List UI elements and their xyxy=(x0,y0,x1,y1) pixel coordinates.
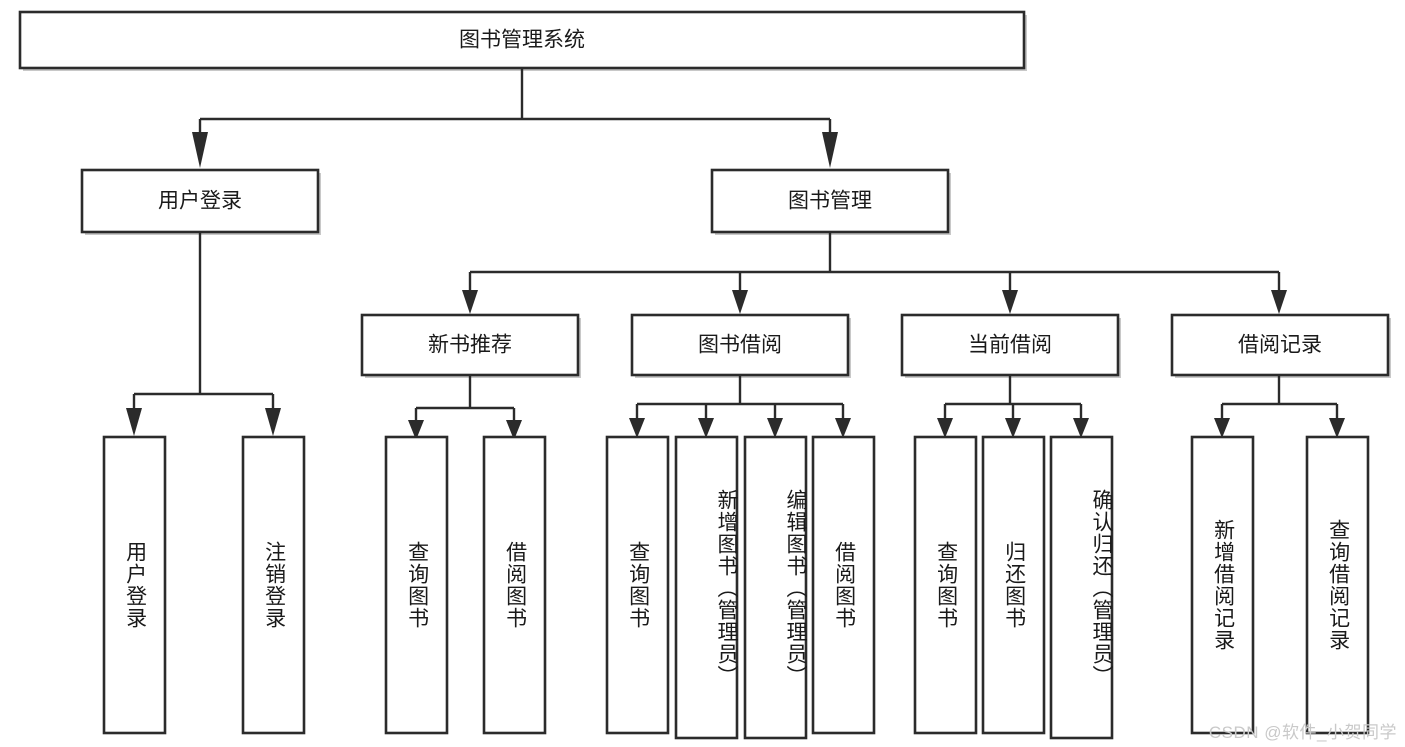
csdn-watermark: CSDN @软件_小贺同学 xyxy=(1208,723,1397,742)
leaf-user-login-2[interactable] xyxy=(241,435,306,735)
node-root-label: 图书管理系统 xyxy=(459,29,585,52)
arrow-heads xyxy=(126,132,1345,440)
arrowhead-user-login-leaf-2 xyxy=(265,408,281,436)
leaf-new-book-1[interactable] xyxy=(384,435,449,735)
leaf-user-login-1[interactable] xyxy=(102,435,167,735)
node-user-login-label: 用户登录 xyxy=(158,190,242,213)
leaf-borrow-record-1[interactable] xyxy=(1190,435,1255,735)
leaf-current-borrow-2[interactable] xyxy=(981,435,1046,735)
arrowhead-borrow-record-leaf-1 xyxy=(1214,418,1230,438)
node-new-book-recommend-label: 新书推荐 xyxy=(428,334,512,357)
arrowhead-book-borrow-leaf-3 xyxy=(767,418,783,438)
leaf-borrow-record-2[interactable] xyxy=(1305,435,1370,735)
arrowhead-user-login xyxy=(192,132,208,168)
node-root-book-management-system[interactable] xyxy=(18,10,1026,70)
node-new-book-recommend[interactable] xyxy=(360,313,580,377)
arrowhead-current-borrow xyxy=(1002,290,1018,314)
arrowhead-book-borrow-leaf-4 xyxy=(835,418,851,438)
leaf-current-borrow-1[interactable] xyxy=(913,435,978,735)
node-borrow-record[interactable] xyxy=(1170,313,1390,377)
node-book-borrow[interactable] xyxy=(630,313,850,377)
arrowhead-current-borrow-leaf-1 xyxy=(937,418,953,438)
arrowhead-book-mgmt xyxy=(822,132,838,168)
arrowhead-current-borrow-leaf-3 xyxy=(1073,418,1089,438)
node-book-management-label: 图书管理 xyxy=(788,190,872,213)
leaf-new-book-2[interactable] xyxy=(482,435,547,735)
arrowhead-new-book-leaf-2 xyxy=(506,420,522,440)
arrowhead-new-book xyxy=(462,290,478,314)
arrowhead-book-borrow xyxy=(732,290,748,314)
node-book-management[interactable] xyxy=(710,168,950,234)
arrowhead-new-book-leaf-1 xyxy=(408,420,424,440)
arrowhead-current-borrow-leaf-2 xyxy=(1005,418,1021,438)
leaf-book-borrow-1[interactable] xyxy=(605,435,670,735)
leaf-book-borrow-3[interactable] xyxy=(743,435,808,740)
node-borrow-record-label: 借阅记录 xyxy=(1238,334,1322,357)
node-current-borrow[interactable] xyxy=(900,313,1120,377)
connector-lines xyxy=(132,68,1339,420)
arrowhead-borrow-record-leaf-2 xyxy=(1329,418,1345,438)
node-current-borrow-label: 当前借阅 xyxy=(968,334,1052,357)
arrowhead-book-borrow-leaf-2 xyxy=(698,418,714,438)
arrowhead-borrow-record xyxy=(1271,290,1287,314)
arrowhead-book-borrow-leaf-1 xyxy=(629,418,645,438)
leaf-book-borrow-4[interactable] xyxy=(811,435,876,735)
leaf-current-borrow-3[interactable] xyxy=(1049,435,1114,740)
leaf-book-borrow-2[interactable] xyxy=(674,435,739,740)
arrowhead-user-login-leaf-1 xyxy=(126,408,142,436)
node-book-borrow-label: 图书借阅 xyxy=(698,334,782,357)
node-user-login[interactable] xyxy=(80,168,320,234)
